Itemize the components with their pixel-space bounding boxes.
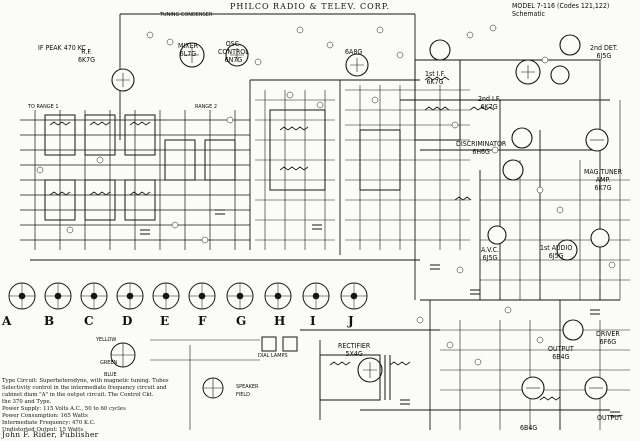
mixer-tube-name: MIXER (178, 42, 198, 50)
green-label: GREEN (100, 360, 118, 366)
rectifier-tube-label: RECTIFIER 5X4G (338, 342, 370, 358)
driver-tube-type: 6F6G (599, 338, 617, 346)
band-letter-f: F (198, 314, 207, 328)
band-letter-j: J (348, 314, 354, 328)
first-if-tube-label: 1st I.F. 6K7G (425, 70, 445, 86)
tuning-condenser-label: TUNING CONDENSER (160, 12, 213, 18)
spec-note-4: the 370 and Type. (2, 399, 52, 405)
output-tube-type: 6B4G (552, 353, 570, 361)
band-letter-b: B (44, 314, 55, 328)
spec-note-1: Type Circuit: Superheterodyne, with magn… (2, 378, 169, 384)
osc-control-tube-type: 6A8G (345, 48, 363, 56)
spec-note-5: Power Supply: 115 Volts A.C., 50 to 60 c… (2, 406, 126, 412)
yellow-label: YELLOW (96, 337, 117, 343)
first-if-tube-name: 1st I.F. (425, 70, 446, 78)
second-det-tube-type: 6J5G (596, 52, 612, 60)
avc-tube-name: A.V.C. (481, 246, 499, 254)
discriminator-tube-name: DISCRIMINATOR (456, 140, 507, 148)
mixer-tube-label: MIXER 6L7G (178, 42, 198, 58)
rectifier-tube-name: RECTIFIER (338, 342, 371, 350)
mag-tuner-tube-label: MAG.TUNER AMP. 6K7G (584, 168, 622, 192)
output-tube-name: OUTPUT (548, 345, 574, 353)
osc-tube-label: OSC. CONTROL 6N7G (218, 40, 249, 64)
mag-tuner-tube-name: MAG.TUNER (584, 168, 623, 176)
dial-lamps-label: DIAL LAMPS (258, 353, 288, 359)
first-audio-tube-type: 6J5G (548, 252, 564, 260)
first-if-tube-type: 6K7G (426, 78, 444, 86)
speaker-label: SPEAKER (236, 384, 259, 390)
rf-tube-label: R.F. 6K7G (78, 48, 95, 64)
discriminator-tube-type: 6H6G (472, 148, 490, 156)
driver-tube-label: DRIVER 6F6G (596, 330, 620, 346)
spec-note-8: Undistorted Output: 15 Watts (2, 427, 84, 433)
avc-tube-type: 6J5G (482, 254, 498, 262)
second-det-tube-name: 2nd DET. (590, 44, 618, 52)
mag-amp-label: AMP. (595, 176, 611, 184)
band-letter-i: I (310, 314, 316, 328)
band-letter-g: G (236, 314, 247, 328)
gang-1-label: TO RANGE 1 (28, 104, 59, 110)
osc-tube-type: 6N7G (224, 56, 243, 64)
band-letter-h: H (274, 314, 286, 328)
field-label: FIELD (236, 392, 250, 398)
band-letter-a: A (2, 314, 12, 328)
osc-control-label: CONTROL (218, 48, 249, 56)
band-letter-e: E (160, 314, 170, 328)
first-audio-tube-label: 1st AUDIO 6J5G (540, 244, 572, 260)
publisher-footer: John F. Rider, Publisher (2, 430, 99, 439)
rectifier-tube-type: 5X4G (345, 350, 363, 358)
output-terminal-label: OUTPUT (597, 414, 623, 422)
model-line: MODEL 7-116 (Codes 121,122) (512, 2, 610, 10)
spec-note-2: Selectivity control in the intermediate … (2, 385, 167, 391)
output-tube-type-lower: 6B4G (520, 424, 538, 432)
second-if-tube-label: 2nd I.F. 6K7G (478, 95, 500, 111)
band-letter-c: C (84, 314, 94, 328)
driver-tube-name: DRIVER (596, 330, 620, 338)
first-audio-tube-name: 1st AUDIO (540, 244, 573, 252)
output-tube-label: OUTPUT 6B4G (548, 345, 574, 361)
spec-note-7: Intermediate Frequency: 470 K.C. (2, 420, 96, 426)
spec-note-6: Power Consumption: 165 Watts (2, 413, 88, 419)
osc-tube-name: OSC. (225, 40, 242, 48)
mag-tuner-tube-type: 6K7G (594, 184, 612, 192)
band-letter-d: D (122, 314, 133, 328)
rf-tube-name: R.F. (81, 48, 92, 56)
avc-tube-label: A.V.C. 6J5G (481, 246, 499, 262)
if-peak-label: IF PEAK 470 KC (38, 44, 86, 52)
second-if-tube-name: 2nd I.F. (478, 95, 501, 103)
osc-control-tube-label: 6A8G (345, 48, 362, 56)
blue-label: BLUE (104, 372, 117, 378)
second-det-tube-label: 2nd DET. 6J5G (590, 44, 618, 60)
spec-notes: Type Circuit: Superheterodyne, with magn… (2, 378, 169, 434)
gang-2-label: RANGE 2 (195, 104, 217, 110)
discriminator-tube-label: DISCRIMINATOR 6H6G (456, 140, 506, 156)
spec-note-3: cabinet diam "A" in the output circuit. … (2, 392, 154, 398)
manufacturer-title: PHILCO RADIO & TELEV. CORP. (230, 2, 390, 11)
schematic-label: Schematic (512, 10, 546, 18)
second-if-tube-type: 6K7G (480, 103, 498, 111)
rf-tube-type: 6K7G (78, 56, 96, 64)
mixer-tube-type: 6L7G (179, 50, 197, 58)
